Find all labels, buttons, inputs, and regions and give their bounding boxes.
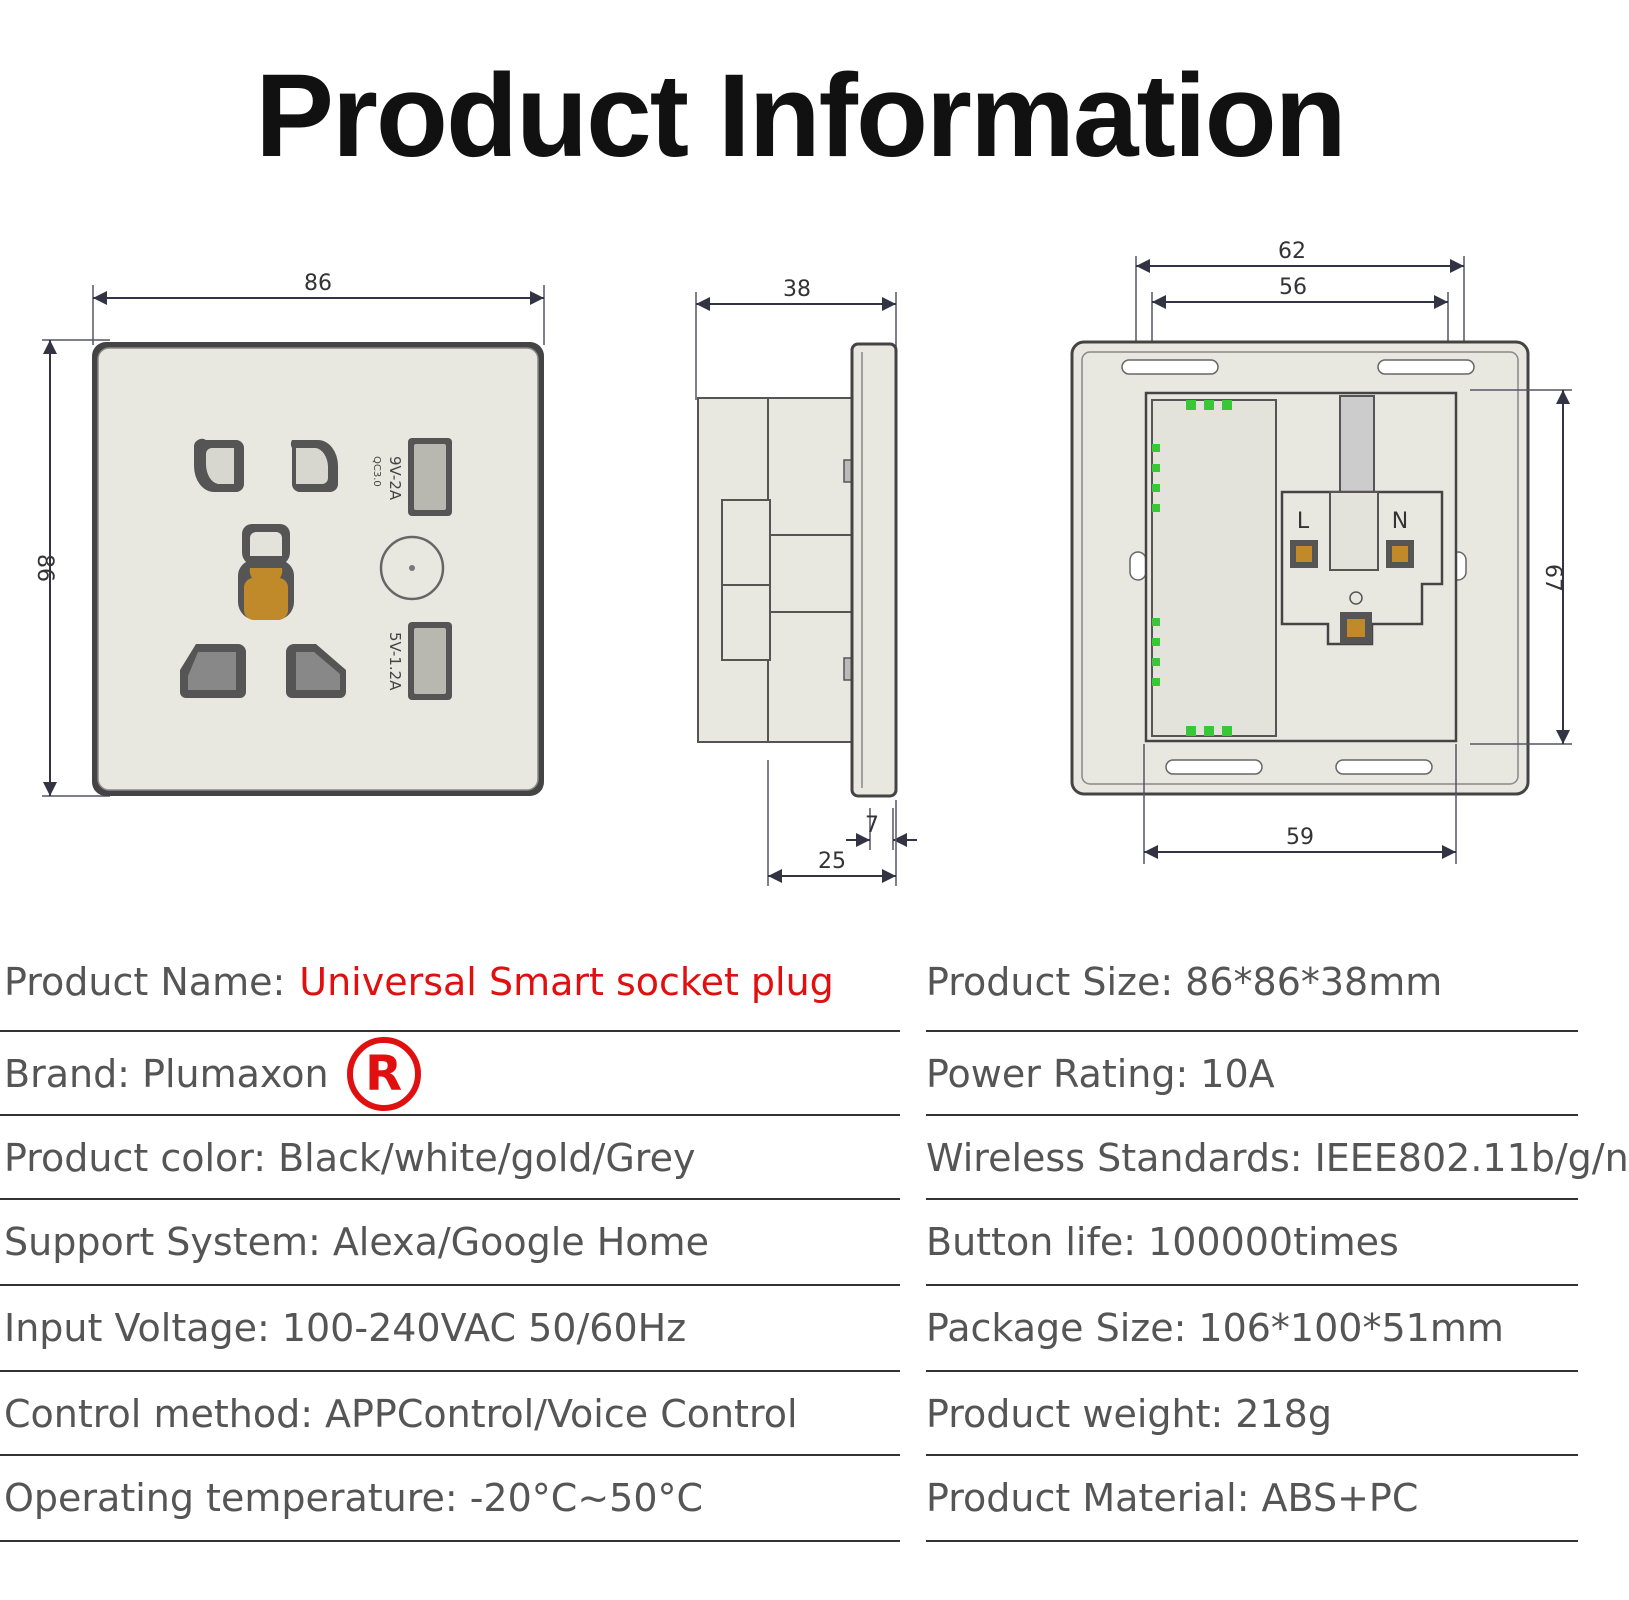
spec-row: Product color:Black/white/gold/Grey Wire… bbox=[0, 1116, 1629, 1200]
spec-row: Control method:APPControl/Voice Control … bbox=[0, 1372, 1600, 1456]
spec-label: Product Size: bbox=[926, 960, 1174, 1004]
row-divider bbox=[0, 1284, 900, 1286]
back-bottom-label: 59 bbox=[1286, 825, 1314, 850]
front-view: 86 86 bbox=[32, 271, 545, 797]
side-view: 38 7 25 bbox=[695, 277, 917, 886]
row-divider bbox=[926, 1540, 1578, 1542]
spec-value: IEEE802.11b/g/n bbox=[1314, 1136, 1629, 1180]
row-divider bbox=[0, 1030, 900, 1032]
spec-value: ABS+PC bbox=[1261, 1476, 1419, 1520]
spec-label: Product Material: bbox=[926, 1476, 1250, 1520]
back-height-label: 67 bbox=[1540, 564, 1565, 592]
front-height-label: 86 bbox=[32, 554, 57, 582]
spec-row: Product Name: Universal Smart socket plug… bbox=[0, 940, 1600, 1024]
side-front-plate bbox=[850, 342, 898, 798]
spec-label: Button life: bbox=[926, 1220, 1137, 1264]
back-pcb-cover bbox=[1151, 399, 1277, 737]
terminal-live-label: L bbox=[1297, 509, 1310, 534]
spec-value: 106*100*51mm bbox=[1198, 1306, 1504, 1350]
spec-label: Input Voltage: bbox=[4, 1306, 270, 1350]
back-outer-label: 62 bbox=[1278, 239, 1306, 264]
spec-label: Product color: bbox=[4, 1136, 267, 1180]
usb-top-qc: QC3.0 bbox=[371, 456, 382, 487]
side-flange-label: 7 bbox=[865, 813, 879, 838]
spec-label: Wireless Standards: bbox=[926, 1136, 1303, 1180]
page-title: Product Information bbox=[255, 50, 1347, 182]
row-divider bbox=[0, 1198, 900, 1200]
row-divider bbox=[926, 1284, 1578, 1286]
usb-top-rating: 9V-2A bbox=[386, 456, 404, 501]
row-divider bbox=[926, 1370, 1578, 1372]
spec-row: Operating temperature:-20°C~50°C Product… bbox=[0, 1456, 1600, 1540]
socket-earth-hole bbox=[237, 524, 295, 620]
row-divider bbox=[0, 1454, 900, 1456]
side-body-label: 25 bbox=[818, 849, 846, 874]
row-divider bbox=[926, 1198, 1578, 1200]
product-name-value: Universal Smart socket plug bbox=[299, 960, 834, 1004]
terminal-neutral-label: N bbox=[1392, 509, 1408, 534]
back-led-indicators bbox=[1152, 400, 1232, 736]
spec-label: Product Name: bbox=[4, 960, 286, 1004]
socket-bottom-right-hole bbox=[286, 644, 346, 698]
touch-button bbox=[379, 535, 445, 601]
spec-row: Brand: Plumaxon R Power Rating:10A bbox=[0, 1032, 1600, 1116]
spec-label: Product weight: bbox=[926, 1392, 1224, 1436]
back-inner-label: 56 bbox=[1279, 275, 1307, 300]
front-panel bbox=[97, 347, 539, 791]
spec-row: Input Voltage:100-240VAC 50/60Hz Package… bbox=[0, 1286, 1600, 1370]
socket-top-left-hole bbox=[193, 438, 244, 492]
dimension-drawings: 86 86 bbox=[32, 239, 1572, 886]
spec-label: Operating temperature: bbox=[4, 1476, 458, 1520]
spec-label: Package Size: bbox=[926, 1306, 1187, 1350]
spec-value: -20°C~50°C bbox=[469, 1476, 704, 1520]
row-divider bbox=[926, 1114, 1578, 1116]
spec-value: 86*86*38mm bbox=[1185, 960, 1443, 1004]
spec-label: Support System: bbox=[4, 1220, 321, 1264]
row-divider bbox=[926, 1454, 1578, 1456]
spec-value: 100-240VAC 50/60Hz bbox=[281, 1306, 687, 1350]
spec-label: Power Rating: bbox=[926, 1052, 1189, 1096]
usb-bottom-rating: 5V-1.2A bbox=[386, 632, 404, 691]
spec-value: APPControl/Voice Control bbox=[325, 1392, 798, 1436]
spec-value: 100000times bbox=[1148, 1220, 1399, 1264]
row-divider bbox=[0, 1540, 900, 1542]
row-divider bbox=[926, 1030, 1578, 1032]
row-divider bbox=[0, 1114, 900, 1116]
back-view: 62 56 L N bbox=[1070, 239, 1572, 864]
socket-bottom-left-hole bbox=[180, 644, 246, 698]
registered-trademark-icon: R bbox=[346, 1037, 421, 1111]
spec-value: Alexa/Google Home bbox=[332, 1220, 709, 1264]
spec-value: 10A bbox=[1200, 1052, 1275, 1096]
spec-label: Control method: bbox=[4, 1392, 313, 1436]
side-depth-label: 38 bbox=[783, 277, 811, 302]
spec-row: Support System:Alexa/Google Home Button … bbox=[0, 1200, 1600, 1284]
spec-value: 218g bbox=[1235, 1392, 1332, 1436]
spec-value: Black/white/gold/Grey bbox=[278, 1136, 696, 1180]
row-divider bbox=[0, 1370, 900, 1372]
front-width-label: 86 bbox=[304, 271, 332, 296]
brand-label: Brand: Plumaxon bbox=[4, 1052, 329, 1096]
socket-top-right-hole bbox=[290, 440, 338, 492]
